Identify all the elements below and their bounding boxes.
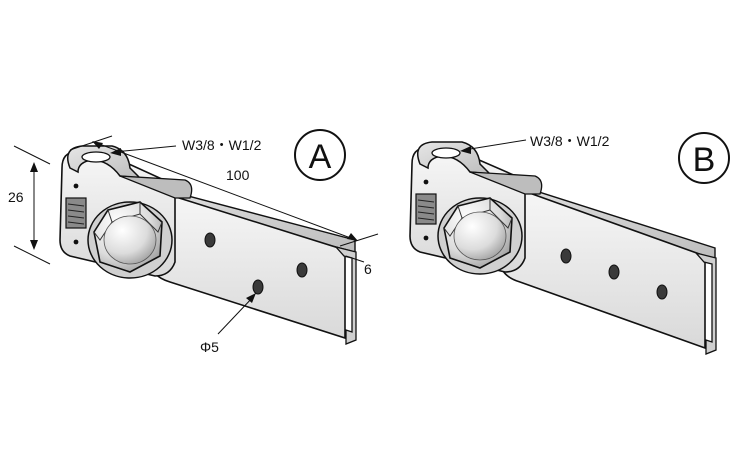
part-b-plate (499, 184, 706, 350)
part-a-tube (119, 175, 193, 199)
part-a-thickness-label: 6 (364, 261, 372, 277)
part-b: W3/8・W1/2 B (409, 132, 730, 355)
part-b-tube (469, 171, 543, 195)
part-a-badge-letter: A (309, 138, 332, 176)
part-a-hole-3 (296, 262, 308, 278)
part-b-rivet-bottom (423, 235, 429, 241)
part-a-eye-hole (81, 151, 111, 163)
part-a-hole-label: Φ5 (200, 339, 219, 355)
part-a-bolt-size-label: W3/8・W1/2 (182, 137, 262, 153)
part-a-height-label: 26 (8, 189, 24, 205)
part-a-length-label: 100 (226, 167, 250, 183)
part-b-badge-letter: B (693, 141, 716, 179)
part-b-bolt-size-label: W3/8・W1/2 (530, 133, 610, 149)
part-a-rivet-bottom (73, 239, 79, 245)
part-b-hole-2 (608, 264, 620, 280)
part-b-hole-1 (560, 248, 572, 264)
part-a-hole-1 (204, 232, 216, 248)
part-b-channel-end (694, 251, 717, 355)
part-a-hole-2 (252, 279, 264, 295)
part-b-badge (678, 132, 730, 184)
part-b-eye-hole (431, 147, 461, 159)
part-a-rivet-top (73, 183, 79, 189)
part-b-rivet-top (423, 179, 429, 185)
part-b-hole-3 (656, 284, 668, 300)
part-a: 26 100 6 W3/8・W1/2 Φ5 A (8, 129, 379, 355)
part-a-badge (294, 129, 346, 181)
